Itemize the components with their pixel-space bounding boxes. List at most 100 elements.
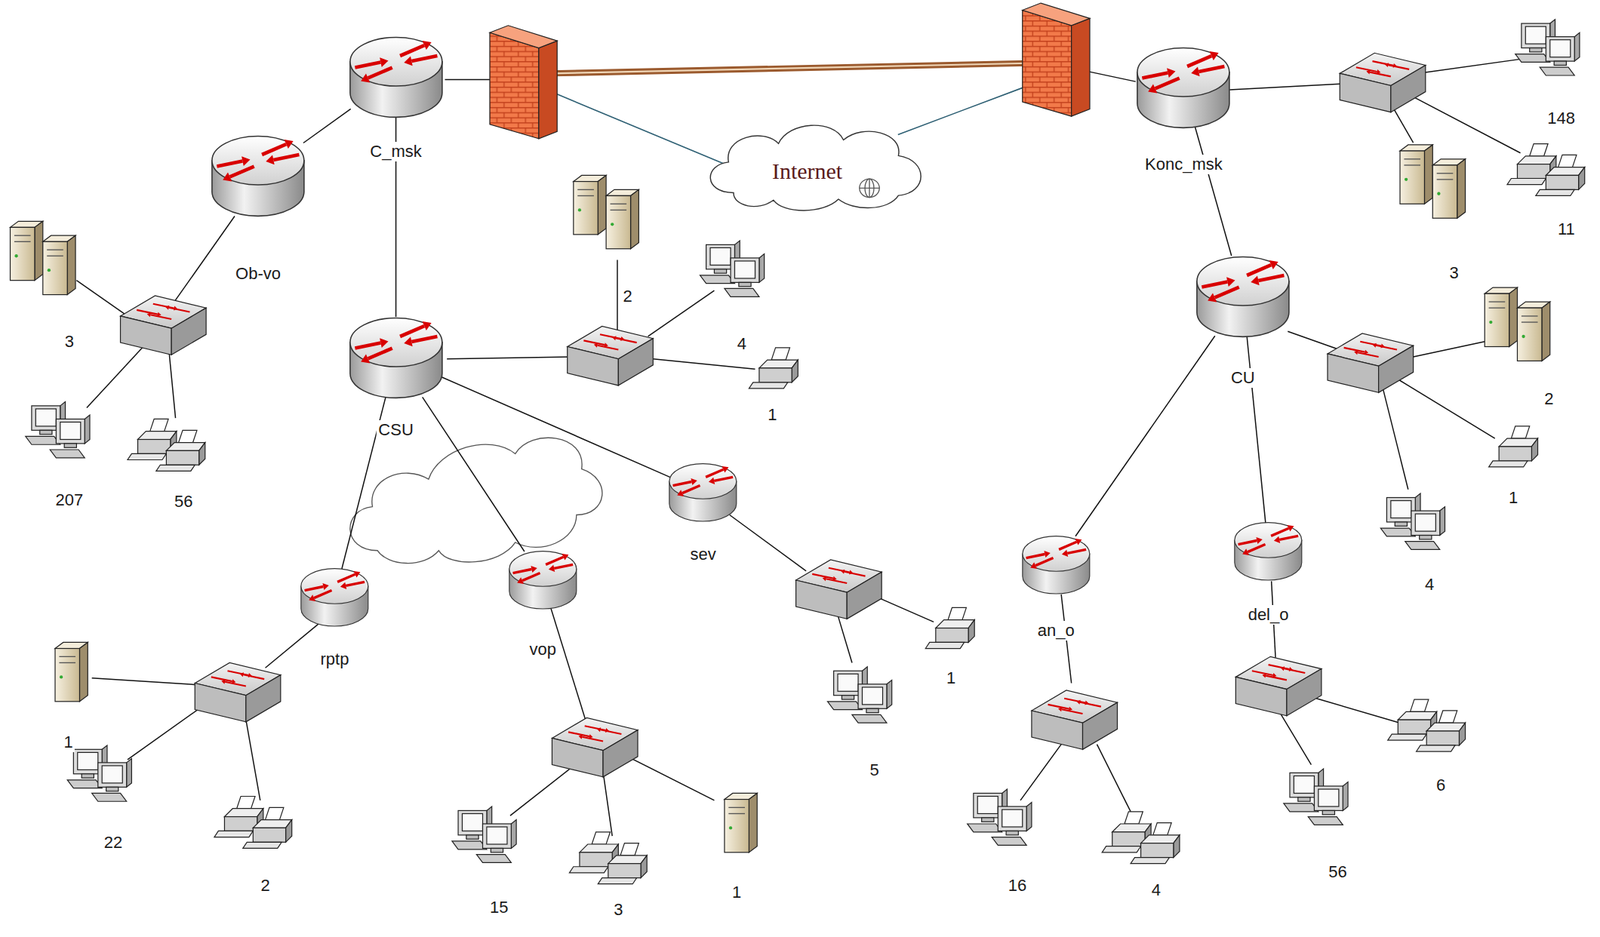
device-count: 22 bbox=[102, 833, 124, 853]
printer-top bbox=[166, 443, 205, 452]
router-label: C_msk bbox=[367, 141, 424, 162]
printer-front bbox=[224, 817, 257, 832]
paper bbox=[1529, 144, 1548, 157]
arrow-head bbox=[1273, 536, 1280, 544]
arrow-head bbox=[1030, 562, 1037, 570]
network-link bbox=[76, 280, 128, 317]
arrow-head bbox=[822, 576, 827, 582]
printer-side bbox=[640, 855, 647, 879]
printer-icon bbox=[243, 807, 293, 849]
monitor-side bbox=[886, 680, 893, 709]
arrow-shaft bbox=[169, 307, 191, 313]
network-link bbox=[550, 63, 1029, 74]
network-link bbox=[1521, 315, 1539, 317]
arrow-head bbox=[548, 565, 555, 573]
arrow-shaft bbox=[1279, 536, 1299, 541]
network-link bbox=[1489, 301, 1506, 302]
printer-top bbox=[579, 844, 619, 853]
network-link bbox=[1489, 307, 1506, 308]
network-link bbox=[1403, 158, 1421, 160]
screen bbox=[861, 687, 883, 705]
monitor bbox=[997, 806, 1027, 831]
arrow-head bbox=[1280, 666, 1285, 671]
printer-front bbox=[759, 368, 792, 383]
keyboard bbox=[1307, 817, 1343, 826]
stand bbox=[981, 818, 994, 822]
printer-front bbox=[1498, 446, 1532, 462]
device-count: 2 bbox=[1542, 389, 1555, 410]
server-icon bbox=[724, 793, 757, 853]
arrow-shaft bbox=[217, 161, 244, 167]
router-top bbox=[212, 136, 305, 186]
switch-icon bbox=[1235, 656, 1322, 716]
printer-icon bbox=[1416, 710, 1466, 752]
stand bbox=[1322, 810, 1335, 815]
server-led bbox=[1436, 192, 1440, 196]
arrow-head bbox=[1353, 350, 1358, 355]
monitor bbox=[1313, 786, 1343, 811]
router-label: del_o bbox=[1246, 605, 1292, 625]
switch-front bbox=[194, 683, 247, 722]
printer-icon bbox=[156, 430, 206, 471]
device-count: 1 bbox=[766, 405, 779, 425]
arrow-head bbox=[165, 305, 170, 311]
arrow-shaft bbox=[1080, 702, 1102, 708]
arrow-head bbox=[1191, 66, 1200, 77]
network-link bbox=[1436, 172, 1454, 174]
arrow-head bbox=[421, 321, 431, 331]
keyboard bbox=[49, 449, 85, 459]
server-led bbox=[1521, 335, 1525, 339]
printer-side bbox=[1458, 723, 1465, 746]
arrow-shaft bbox=[682, 485, 700, 493]
arrow-shaft bbox=[1357, 352, 1379, 357]
device-count: 1 bbox=[944, 668, 957, 689]
arrow-shaft bbox=[844, 572, 866, 577]
arrow-head bbox=[722, 466, 730, 474]
printer-top bbox=[759, 360, 798, 369]
arrow-shaft bbox=[1356, 67, 1378, 72]
switch-front bbox=[1235, 676, 1287, 716]
network-link bbox=[1397, 379, 1495, 439]
monitor-side bbox=[1026, 803, 1032, 832]
server-icon bbox=[606, 189, 639, 249]
arrow-shaft bbox=[1375, 345, 1397, 351]
arrow-head bbox=[1226, 276, 1235, 287]
router-top bbox=[1234, 523, 1302, 559]
stand bbox=[490, 848, 503, 853]
screen bbox=[60, 422, 81, 440]
router-link bbox=[440, 376, 671, 478]
arrow-head bbox=[340, 582, 347, 590]
network-link bbox=[14, 241, 31, 243]
arrow-head bbox=[562, 553, 570, 561]
arrow-head bbox=[308, 594, 316, 602]
monitor bbox=[483, 824, 512, 849]
arrow-shaft bbox=[1283, 668, 1305, 674]
arrow-head bbox=[1148, 83, 1158, 93]
arrow-shaft bbox=[1201, 281, 1228, 287]
network-link bbox=[244, 713, 260, 801]
server-front bbox=[1400, 150, 1425, 204]
router-node: an_o bbox=[1020, 532, 1093, 597]
printer-tray bbox=[569, 867, 608, 874]
network-link bbox=[86, 341, 148, 409]
network-link bbox=[14, 235, 31, 237]
stand bbox=[841, 695, 854, 700]
router-link bbox=[422, 396, 525, 552]
printer-front bbox=[1426, 731, 1459, 746]
stand bbox=[713, 269, 727, 274]
firewall-front bbox=[1022, 10, 1072, 117]
switch-front bbox=[1327, 353, 1379, 393]
monitor-side bbox=[1440, 507, 1446, 536]
switch-front bbox=[567, 346, 619, 385]
network-link bbox=[444, 79, 492, 80]
device-count: 207 bbox=[54, 490, 86, 511]
network-link bbox=[446, 356, 572, 360]
server-side bbox=[1509, 287, 1518, 347]
pc-icon bbox=[1307, 782, 1348, 826]
network-link bbox=[171, 216, 235, 307]
arrow-shaft bbox=[230, 166, 255, 178]
server-icon bbox=[55, 642, 88, 702]
monitor bbox=[1545, 36, 1575, 62]
arrow-shaft bbox=[313, 590, 332, 599]
arrow-head bbox=[323, 583, 330, 591]
